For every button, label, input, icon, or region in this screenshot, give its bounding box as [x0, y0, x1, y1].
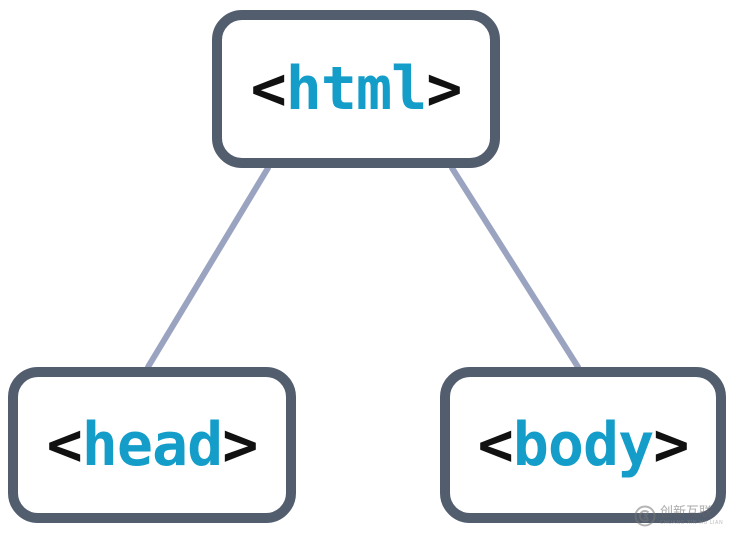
watermark-text-cn: 创新互联	[660, 505, 713, 520]
node-html-tag: html	[285, 54, 427, 124]
node-body-tag: body	[512, 410, 654, 480]
cx-logo-icon	[634, 505, 656, 527]
node-body-close-bracket: >	[653, 410, 689, 480]
node-head-close-bracket: >	[222, 410, 258, 480]
watermark: 创新互联 CHUANG XIN HU LIAN	[634, 498, 732, 534]
node-head-tag: head	[81, 410, 223, 480]
edge-html-head	[145, 165, 271, 370]
node-body: <body>	[440, 367, 726, 523]
node-body-open-bracket: <	[477, 410, 514, 480]
watermark-text-en: CHUANG XIN HU LIAN	[660, 520, 724, 526]
node-head-open-bracket: <	[46, 410, 83, 480]
node-head: <head>	[8, 367, 296, 523]
node-html-close-bracket: >	[426, 54, 462, 124]
node-html-open-bracket: <	[250, 54, 287, 124]
edge-html-body	[449, 165, 581, 370]
node-html: <html>	[212, 10, 500, 168]
